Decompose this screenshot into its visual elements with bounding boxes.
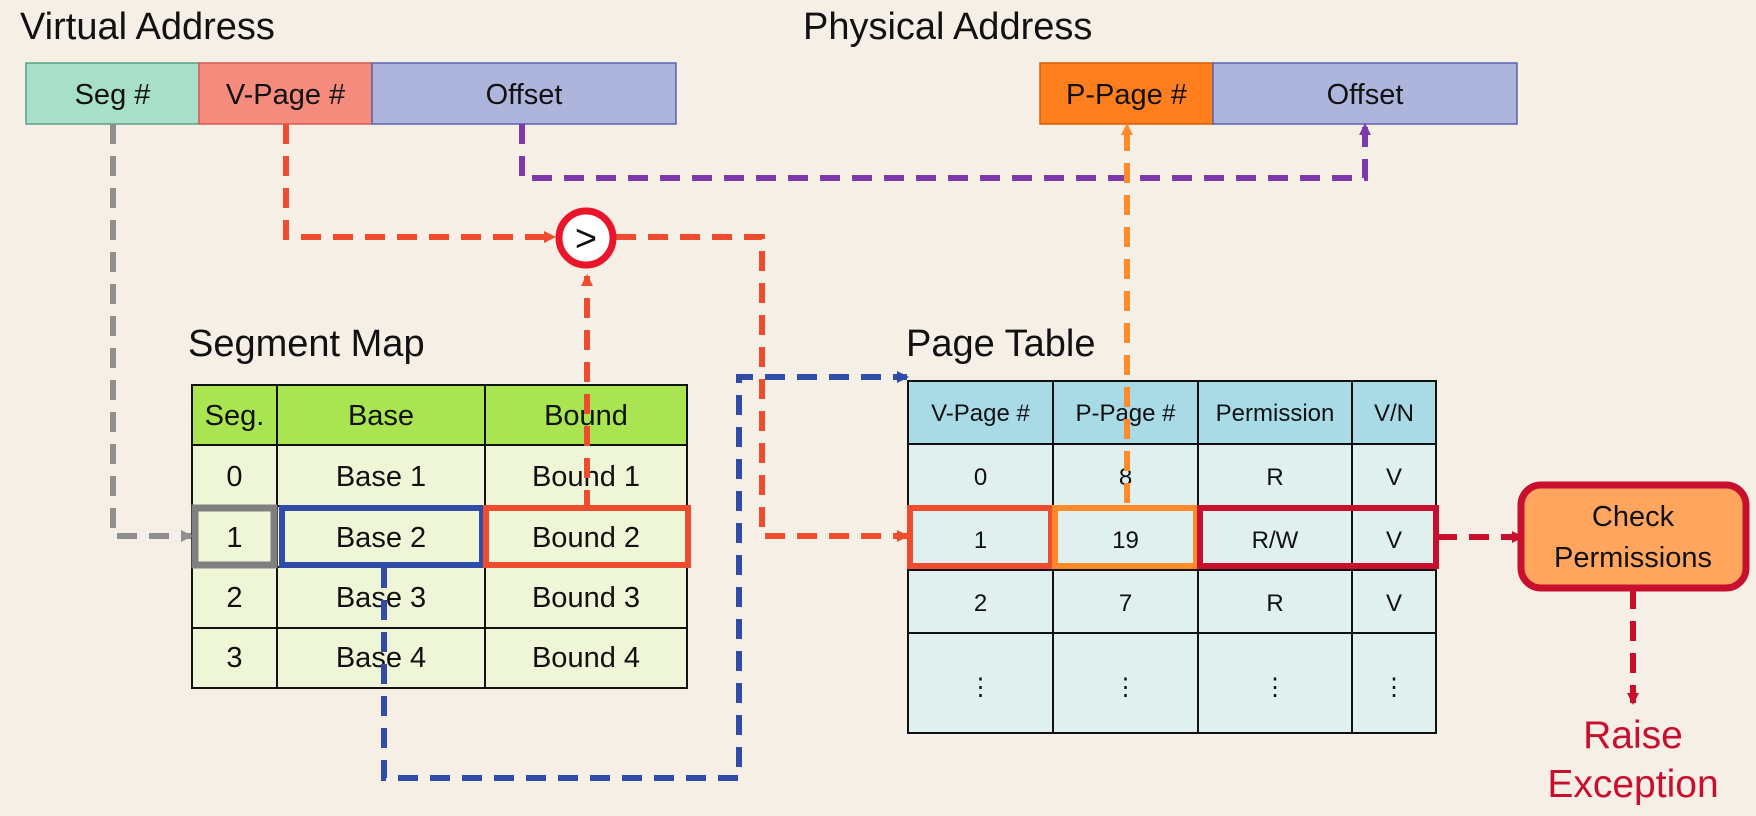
virtual-page-number-field <box>198 62 373 125</box>
segment-number-label: Seg # <box>75 79 151 111</box>
segment-map-row-3-seg: 3 <box>226 642 242 674</box>
page-table-header-permission: Permission <box>1216 400 1335 427</box>
page-table-row-0-vn: V <box>1386 464 1402 491</box>
page-table-header-virtual-page: V-Page # <box>931 400 1030 427</box>
physical-address-title: Physical Address <box>803 6 1092 48</box>
segment-map-row-1-bound: Bound 2 <box>532 522 640 554</box>
check-permissions-line-2: Permissions <box>1554 542 1712 574</box>
segment-map-title: Segment Map <box>188 323 425 365</box>
segment-map-row-3-bound: Bound 4 <box>532 642 640 674</box>
segment-map-row-2-seg: 2 <box>226 582 242 614</box>
page-table-header-vn: V/N <box>1374 400 1414 427</box>
check-permissions-rectangle <box>1517 481 1750 592</box>
physical-offset-label: Offset <box>1327 79 1404 111</box>
virtual-address-title: Virtual Address <box>20 6 275 48</box>
selected-segment-highlight <box>191 504 278 569</box>
check-permissions-line-1: Check <box>1592 501 1675 533</box>
segment-number-to-segment-map-arrow <box>110 124 193 542</box>
physical-page-number-label: P-Page # <box>1066 79 1187 111</box>
page-table-row-2-permission: R <box>1266 590 1283 617</box>
virtual-address-fields: Seg # V-Page # Offset <box>25 62 677 125</box>
base-to-page-table-arrow <box>381 371 909 781</box>
selected-base-highlight <box>279 505 485 568</box>
comparator-to-page-table-arrow <box>616 234 909 542</box>
segment-map-table: Seg. Base Bound 0 Base 1 Bound 1 1 Base … <box>191 384 691 689</box>
page-table-row-3-virtual-page: ⋮ <box>969 674 993 701</box>
page-table-row-1-physical-page: 19 <box>1112 527 1139 554</box>
segment-map-header <box>192 385 687 445</box>
comparator: > <box>555 207 617 269</box>
segment-map-row-1-seg: 1 <box>226 522 242 554</box>
segment-map-row-1-base: Base 2 <box>336 522 426 554</box>
page-table-title: Page Table <box>906 323 1095 365</box>
virtual-offset-label: Offset <box>486 79 563 111</box>
page-table-row-2-vn: V <box>1386 590 1402 617</box>
selected-virtual-page-highlight <box>907 505 1054 569</box>
page-table-header <box>908 381 1436 444</box>
segment-map-row-2-bound: Bound 3 <box>532 582 640 614</box>
segment-map-row-0-base: Base 1 <box>336 461 426 493</box>
page-table: V-Page # P-Page # Permission V/N 0 8 R V… <box>907 380 1439 734</box>
comparator-circle <box>555 207 617 269</box>
page-table-row-1-virtual-page: 1 <box>974 527 987 554</box>
page-table-row-3-vn: ⋮ <box>1382 674 1406 701</box>
virtual-page-number-label: V-Page # <box>226 79 345 111</box>
segment-map-header-base: Base <box>348 400 414 432</box>
raise-exception-line-2: Exception <box>1547 763 1718 806</box>
virtual-offset-to-physical-offset-arrow <box>519 123 1371 181</box>
segment-map-header-seg: Seg. <box>205 400 265 432</box>
selected-permission-highlight <box>1197 505 1439 569</box>
segment-map-row-0-seg: 0 <box>226 461 242 493</box>
page-table-row-3-physical-page: ⋮ <box>1114 674 1138 701</box>
physical-address-fields: P-Page # Offset <box>1039 62 1518 125</box>
raise-exception-line-1: Raise <box>1583 714 1683 757</box>
comparator-symbol: > <box>575 218 597 260</box>
page-table-row-1-vn: V <box>1386 527 1402 554</box>
page-table-row-1-permission: R/W <box>1252 527 1299 554</box>
segment-number-field <box>25 62 200 125</box>
selected-physical-page-highlight <box>1052 505 1199 569</box>
virtual-page-to-comparator-arrow <box>283 124 556 243</box>
page-table-row-0-virtual-page: 0 <box>974 464 987 491</box>
page-table-row-3-permission: ⋮ <box>1263 674 1287 701</box>
page-table-row-0-permission: R <box>1266 464 1283 491</box>
page-table-body <box>908 444 1436 733</box>
check-permissions-box: Check Permissions <box>1517 481 1750 592</box>
page-table-row-2-physical-page: 7 <box>1119 590 1132 617</box>
page-table-row-2-virtual-page: 2 <box>974 590 987 617</box>
virtual-offset-field <box>371 62 677 125</box>
